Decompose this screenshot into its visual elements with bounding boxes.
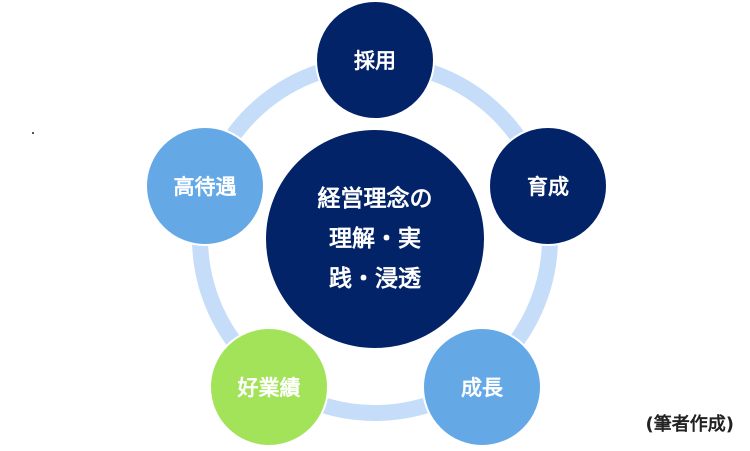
node-performance: 好業績 bbox=[209, 327, 329, 447]
node-compensation: 高待遇 bbox=[145, 126, 265, 246]
node-development: 育成 bbox=[488, 126, 608, 246]
stray-dot bbox=[32, 132, 34, 134]
source-caption: (筆者作成) bbox=[645, 414, 734, 435]
node-growth: 成長 bbox=[422, 327, 542, 447]
center-circle: 経営理念の 理解・実 践・浸透 bbox=[264, 128, 486, 350]
node-recruitment: 採用 bbox=[315, 0, 435, 120]
